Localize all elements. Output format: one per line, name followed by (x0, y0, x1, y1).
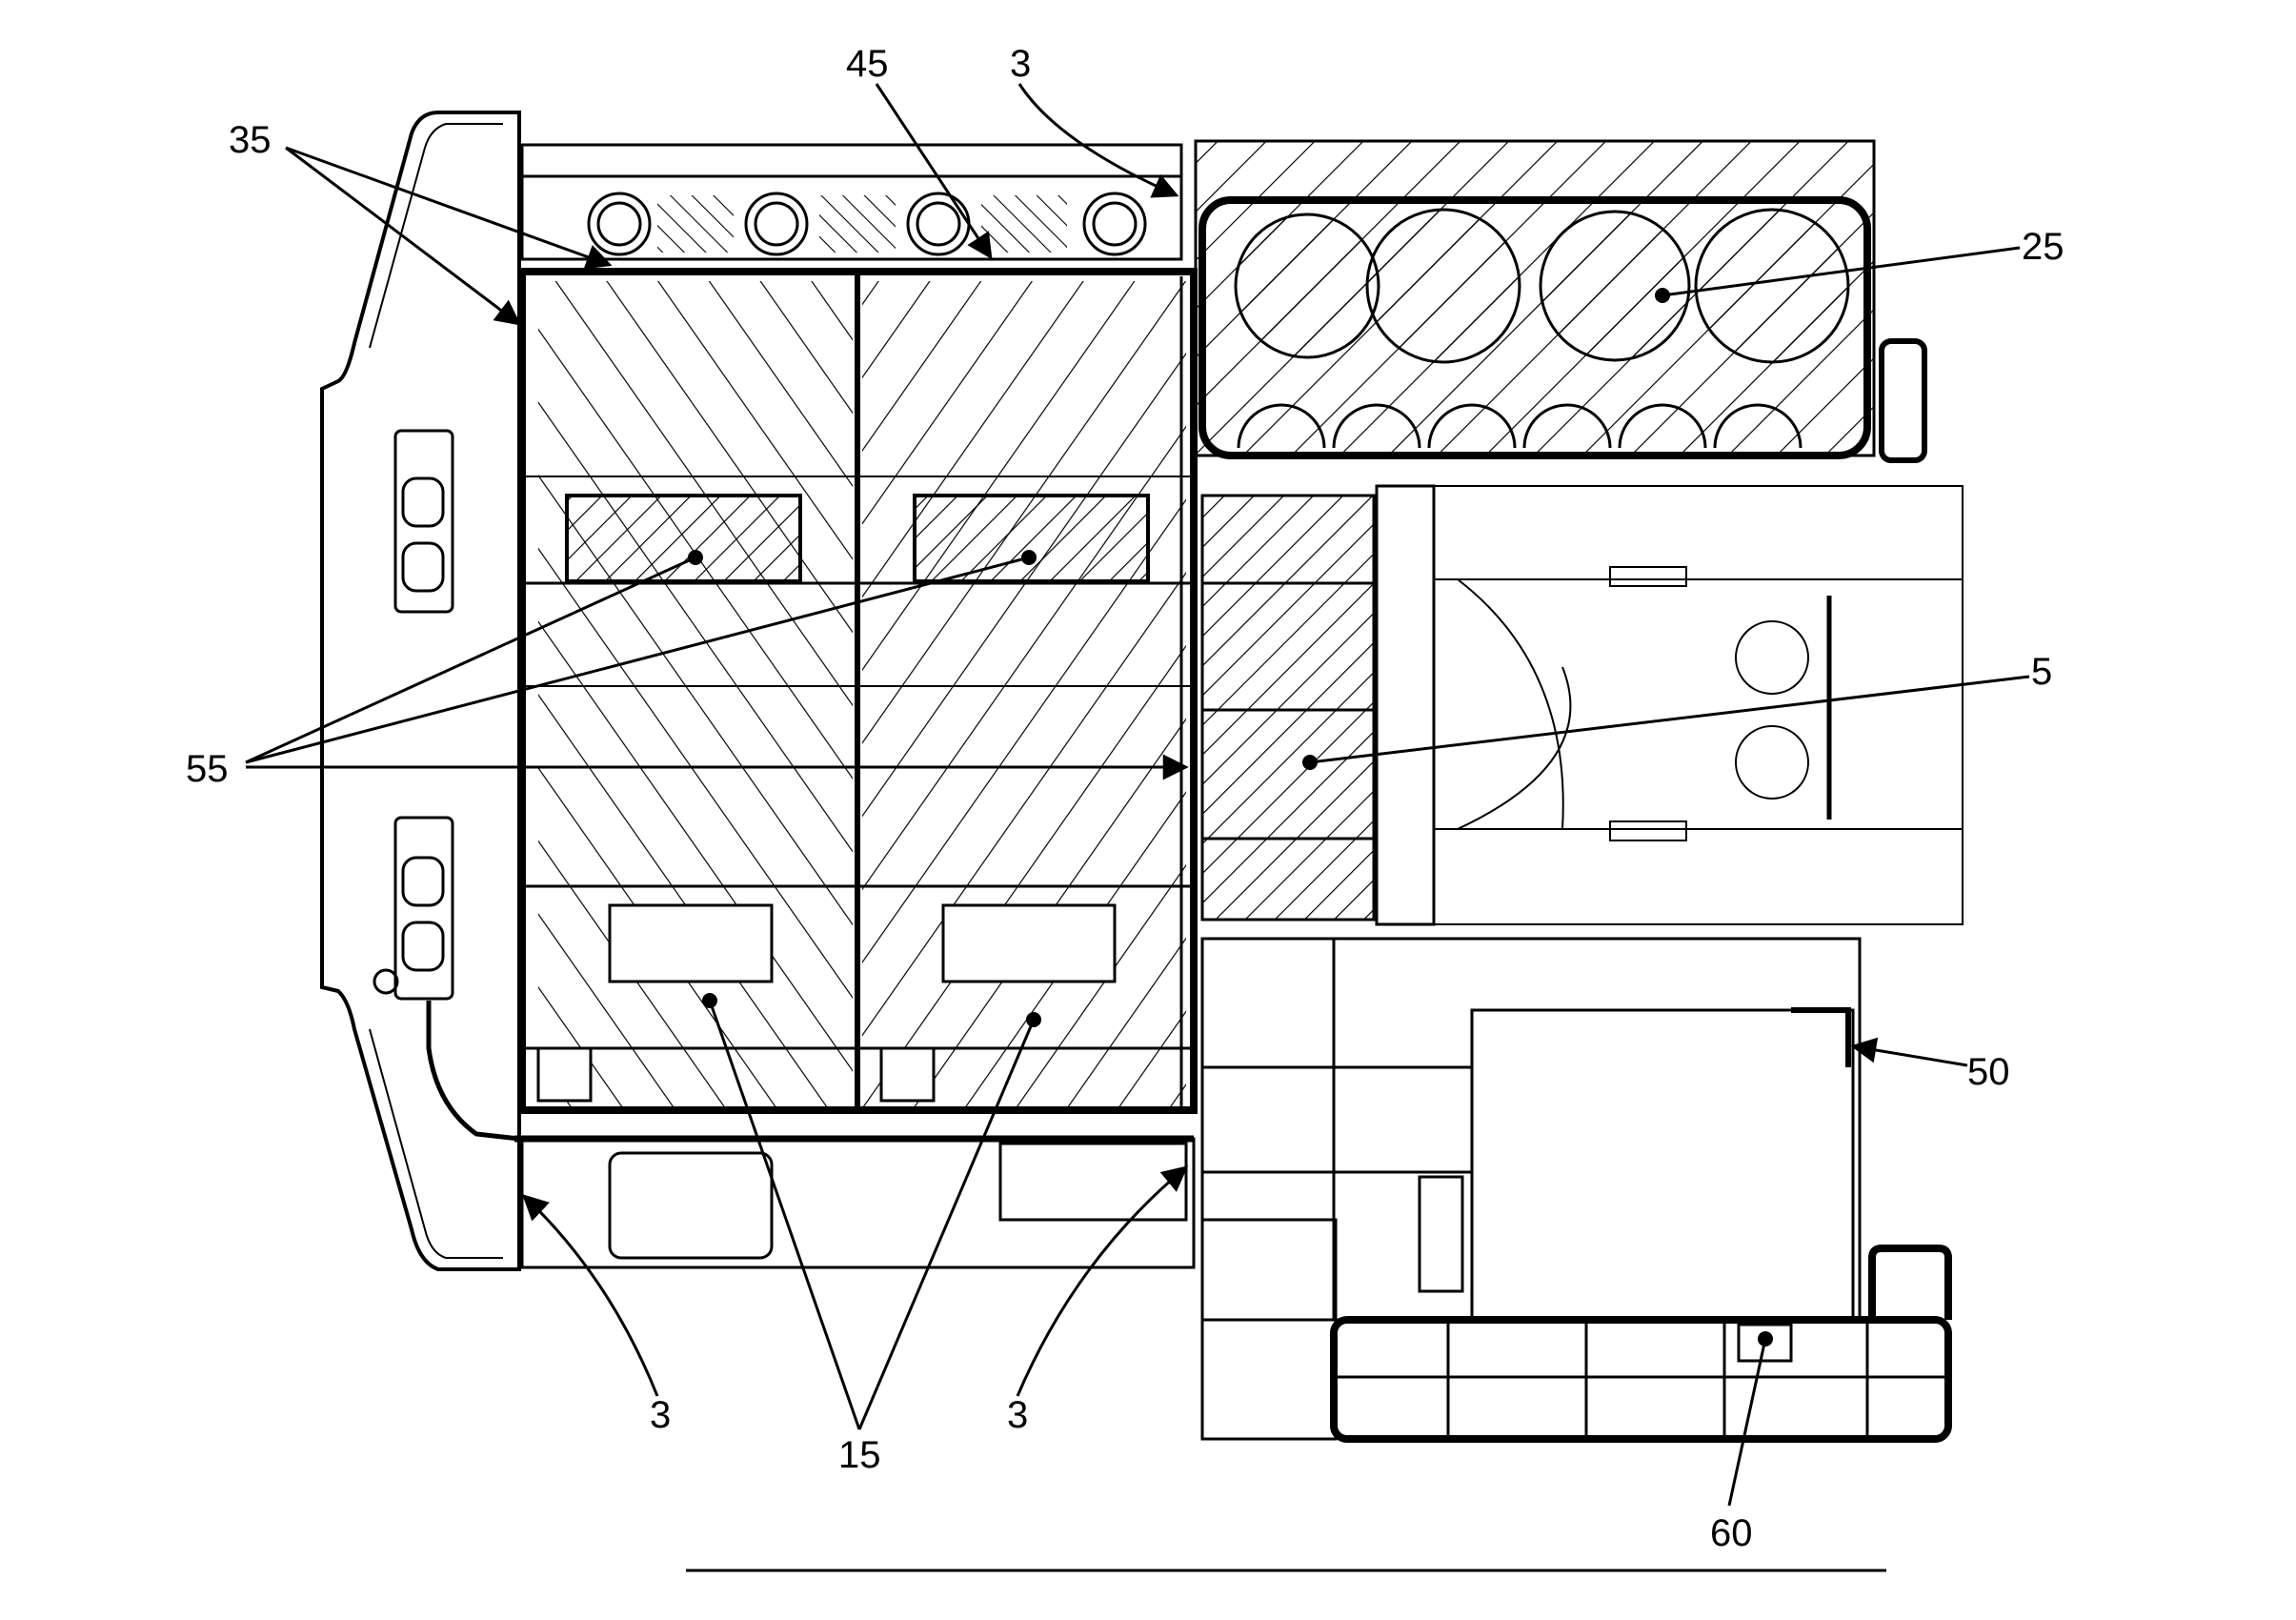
leader-lines (245, 83, 2030, 1507)
front-cab-outline (320, 111, 521, 1271)
label-3-bottom-left: 3 (650, 1394, 671, 1436)
top-cylinder-hatch (657, 195, 1067, 253)
label-35: 35 (229, 119, 272, 161)
tank-bay (1194, 139, 1927, 463)
leader-dots (688, 288, 1773, 1347)
label-60: 60 (1710, 1512, 1753, 1554)
label-25: 25 (2022, 226, 2064, 268)
label-45: 45 (846, 43, 889, 85)
lower-left-enclosure (514, 1135, 1196, 1269)
label-55: 55 (186, 748, 229, 790)
equipment-box (1200, 937, 1862, 1322)
center-block (1200, 484, 1436, 926)
storage-compartment-left (538, 281, 853, 1110)
label-3-top: 3 (1010, 43, 1031, 85)
label-50: 50 (1967, 1051, 2010, 1093)
label-3-bottom-right: 3 (1007, 1394, 1028, 1436)
compartment-frame (518, 268, 1198, 1114)
label-15: 15 (838, 1434, 881, 1476)
top-cylinder-row (520, 143, 1183, 261)
storage-compartment-right (862, 281, 1186, 1110)
battery-tray (1200, 1218, 1952, 1443)
rear-chassis (1433, 485, 1964, 925)
reference-numerals: 35 45 3 25 5 55 50 3 15 3 60 (186, 43, 2064, 1554)
cab-side-slots (373, 429, 454, 1001)
label-5: 5 (2031, 651, 2052, 693)
cab-wiring (426, 1001, 520, 1142)
